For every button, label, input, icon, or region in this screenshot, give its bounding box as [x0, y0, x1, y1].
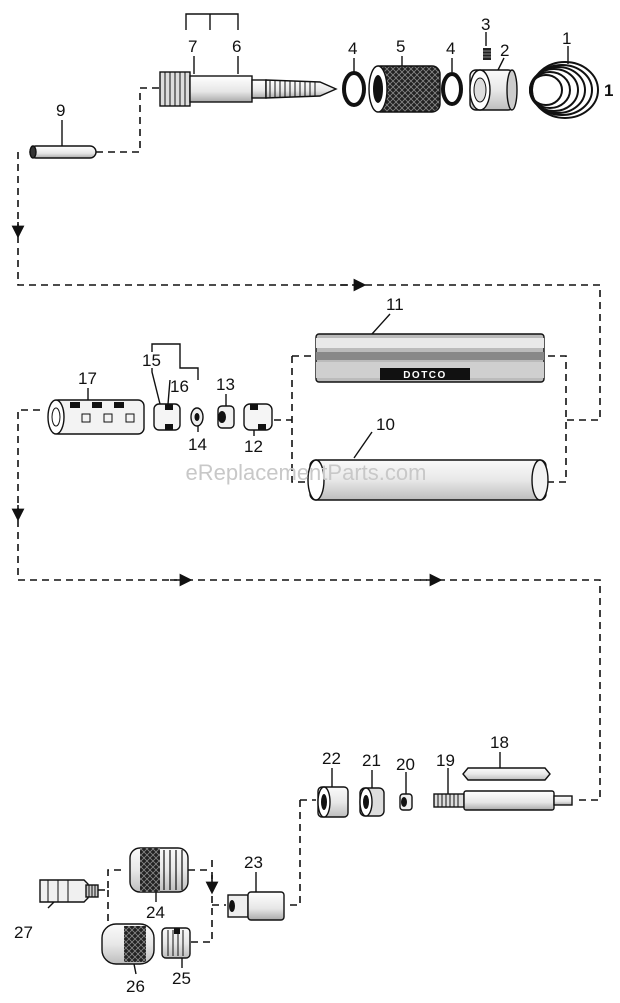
part-12-end-plate — [243, 403, 273, 431]
part-22-spacer — [317, 786, 349, 818]
label-2: 2 — [500, 41, 509, 60]
part-20-spacer — [399, 793, 413, 811]
label-22: 22 — [322, 749, 341, 768]
label-19: 19 — [436, 751, 455, 770]
part-6-spindle — [159, 71, 338, 107]
leader-lines — [47, 13, 569, 975]
part-3-set-screw — [483, 48, 491, 60]
label-1-side: 1 — [604, 81, 613, 100]
connector-lines — [11, 87, 601, 943]
label-4-right: 4 — [446, 39, 455, 58]
label-14: 14 — [188, 435, 207, 454]
part-23-adapter — [227, 891, 285, 921]
part-1-spring — [529, 61, 599, 119]
label-25: 25 — [172, 969, 191, 988]
part-21-bearing — [359, 787, 385, 817]
part-14-washer — [190, 407, 204, 427]
part-18-blade — [462, 767, 551, 781]
label-10: 10 — [376, 415, 395, 434]
part-2-collar — [469, 69, 518, 111]
part-19-shaft — [433, 790, 573, 811]
label-5: 5 — [396, 37, 405, 56]
part-15-end-plate — [153, 403, 181, 431]
part-24-collet-nut — [129, 847, 189, 893]
label-27: 27 — [14, 923, 33, 942]
label-13: 13 — [216, 375, 235, 394]
part-4-o-ring-left — [342, 71, 366, 107]
label-7: 7 — [188, 37, 197, 56]
part-11-housing-grip: DOTCO — [315, 333, 545, 383]
label-6: 6 — [232, 37, 241, 56]
label-24: 24 — [146, 903, 165, 922]
part-number-labels: 1 1 2 3 4 4 5 6 7 9 10 11 12 13 14 15 16… — [14, 15, 613, 996]
part-13-bearing — [217, 405, 235, 429]
part-4-o-ring-right — [441, 72, 463, 106]
label-17: 17 — [78, 369, 97, 388]
label-4-left: 4 — [348, 39, 357, 58]
watermark-text: eReplacementParts.com — [186, 460, 427, 485]
label-3: 3 — [481, 15, 490, 34]
label-20: 20 — [396, 755, 415, 774]
housing-brand-text: DOTCO — [403, 370, 447, 381]
part-25-insert — [161, 927, 191, 959]
label-1: 1 — [562, 29, 571, 48]
part-27-collet — [39, 879, 99, 903]
label-16: 16 — [170, 377, 189, 396]
part-17-rotor — [47, 399, 145, 435]
label-15: 15 — [142, 351, 161, 370]
part-5-knurled-sleeve — [368, 65, 441, 113]
label-12: 12 — [244, 437, 263, 456]
label-26: 26 — [126, 977, 145, 996]
part-26-nut — [101, 923, 155, 965]
part-9-pin — [29, 145, 97, 159]
label-9: 9 — [56, 101, 65, 120]
label-23: 23 — [244, 853, 263, 872]
label-11: 11 — [386, 295, 404, 314]
label-21: 21 — [362, 751, 381, 770]
label-18: 18 — [490, 733, 509, 752]
part-10-tube — [307, 459, 549, 501]
